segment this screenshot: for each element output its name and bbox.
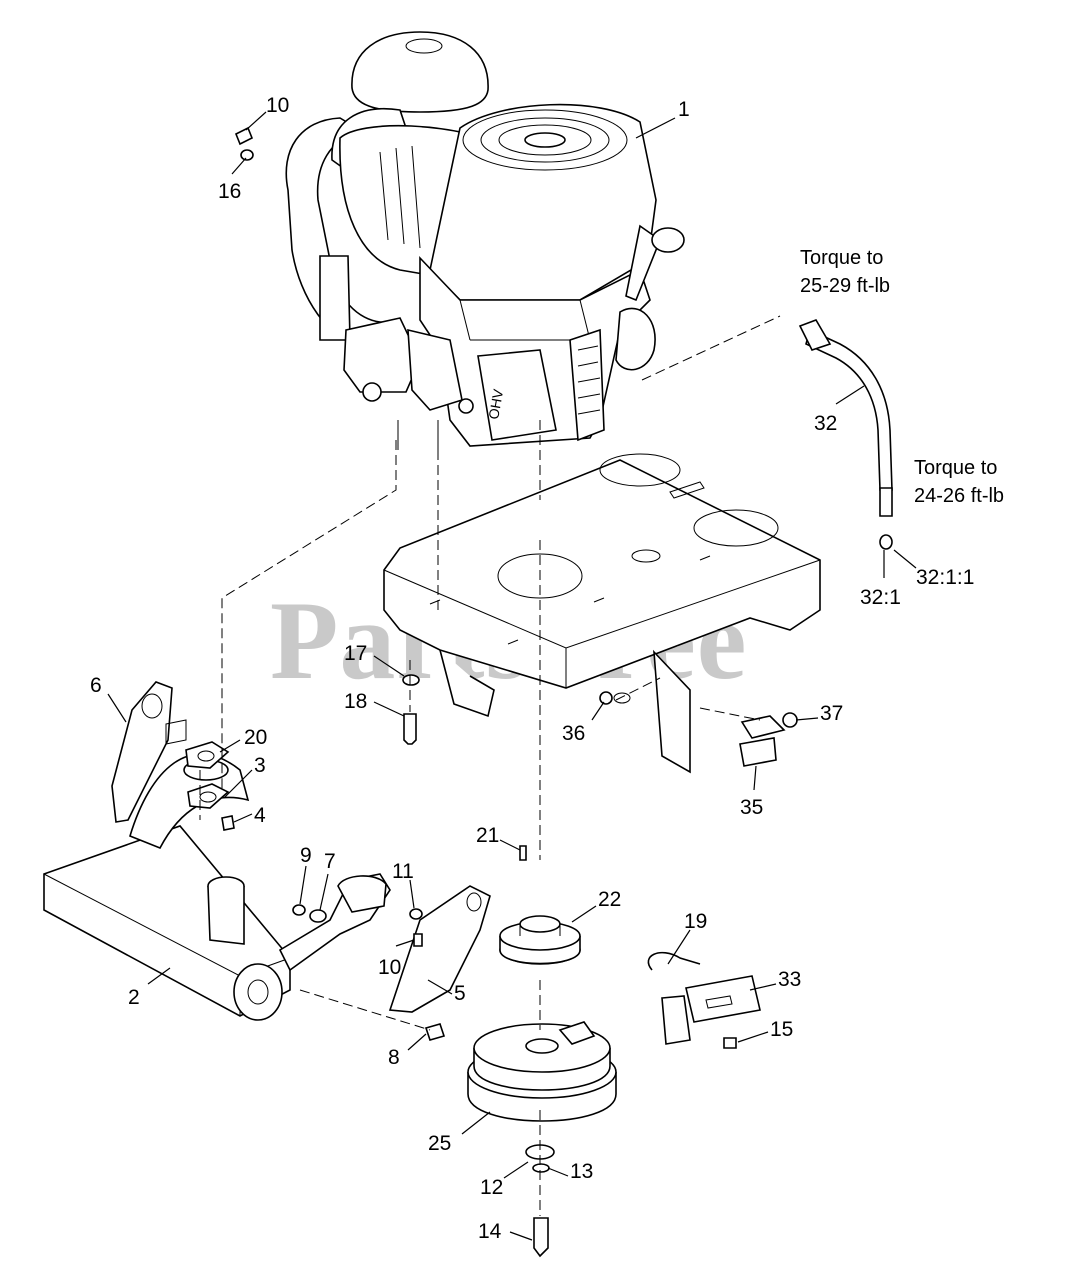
pulley bbox=[499, 915, 581, 965]
torque-note-bottom-line1: Torque to bbox=[914, 457, 997, 479]
muffler-bracket-5 bbox=[388, 885, 491, 1013]
hardware bbox=[221, 126, 893, 1258]
muffler-bracket-6 bbox=[111, 681, 187, 823]
callout-label: 10 bbox=[378, 956, 401, 979]
torque-note-bottom-line2: 24-26 ft-lb bbox=[914, 485, 1004, 507]
callout-label: 17 bbox=[344, 642, 367, 665]
callout-label: 22 bbox=[598, 888, 621, 911]
torque-notes: Torque to 25-29 ft-lb Torque to 24-26 ft… bbox=[800, 247, 1004, 507]
callout-label: 32:1:1 bbox=[916, 566, 974, 589]
svg-text:OHV: OHV bbox=[485, 387, 506, 420]
callout-label: 21 bbox=[476, 824, 499, 847]
callout-label: 3 bbox=[254, 754, 266, 777]
fuel-hose bbox=[798, 319, 893, 517]
torque-note-top-line2: 25-29 ft-lb bbox=[800, 275, 890, 297]
gasket-and-flange bbox=[185, 741, 230, 809]
electric-clutch bbox=[467, 1021, 617, 1122]
callout-label: 4 bbox=[254, 804, 266, 827]
callout-label: 32:1 bbox=[860, 586, 901, 609]
callout-label: 20 bbox=[244, 726, 267, 749]
callout-label: 18 bbox=[344, 690, 367, 713]
callout-label: 10 bbox=[266, 94, 289, 117]
engine-deck-plate bbox=[383, 453, 821, 774]
callout-label: 16 bbox=[218, 180, 241, 203]
callout-label: 6 bbox=[90, 674, 102, 697]
callout-label: 9 bbox=[300, 844, 312, 867]
callout-label: 37 bbox=[820, 702, 843, 725]
callout-label: 2 bbox=[128, 986, 140, 1009]
callout-label: 11 bbox=[392, 860, 414, 883]
callouts: 1 10 16 32 32:1:1 32:1 17 18 6 20 3 4 bbox=[90, 94, 974, 1243]
callout-label: 32 bbox=[814, 412, 837, 435]
callout-label: 15 bbox=[770, 1018, 793, 1041]
callout-label: 8 bbox=[388, 1046, 400, 1069]
callout-label: 14 bbox=[478, 1220, 502, 1243]
torque-note-top-line1: Torque to bbox=[800, 247, 883, 269]
callout-label: 7 bbox=[324, 850, 336, 873]
callout-label: 19 bbox=[684, 910, 707, 933]
callout-label: 13 bbox=[570, 1160, 593, 1183]
callout-label: 1 bbox=[678, 98, 690, 121]
clutch-bracket bbox=[647, 951, 761, 1045]
callout-label: 33 bbox=[778, 968, 801, 991]
callout-label: 35 bbox=[740, 796, 763, 819]
engine: OHV bbox=[285, 31, 685, 454]
reference-lines bbox=[199, 315, 781, 1216]
callout-label: 5 bbox=[454, 982, 466, 1005]
callout-label: 25 bbox=[428, 1132, 451, 1155]
callout-label: 12 bbox=[480, 1176, 503, 1199]
callout-label: 36 bbox=[562, 722, 585, 745]
